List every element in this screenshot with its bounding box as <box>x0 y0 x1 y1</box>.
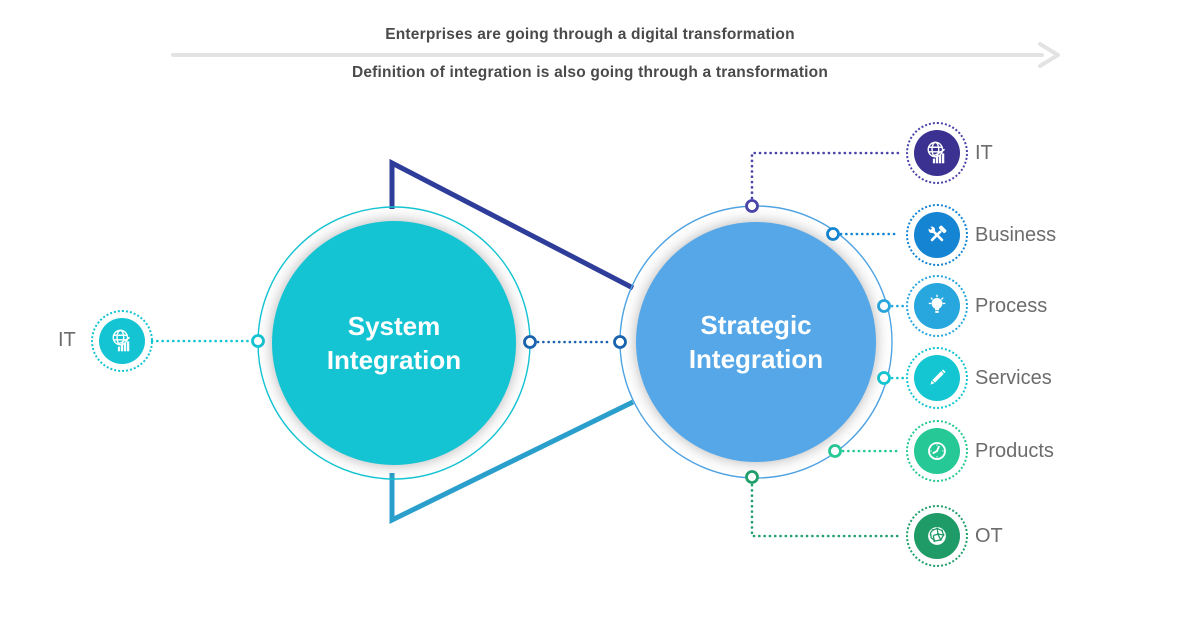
it-label: IT <box>975 142 993 164</box>
ot-label: OT <box>975 525 1003 547</box>
top-transform-connector <box>389 158 635 291</box>
products-badge <box>906 420 968 482</box>
right-ring-business-node <box>826 227 840 241</box>
process-badge <box>906 275 968 337</box>
left-it-badge <box>91 310 153 372</box>
header-arrow-head <box>1038 42 1060 68</box>
globe-chart-icon <box>927 141 945 164</box>
strategic-integration-title: Strategic Integration <box>688 310 824 374</box>
services-badge <box>906 347 968 409</box>
ot-dotted-link <box>750 483 903 538</box>
pencil-icon <box>930 369 946 385</box>
strategic-integration-circle: Strategic Integration <box>636 222 876 462</box>
right-ring-products-node <box>828 444 842 458</box>
left-ring-west-node <box>251 334 265 348</box>
left-ring-east-node <box>523 335 537 349</box>
tools-icon <box>928 225 947 242</box>
services-label: Services <box>975 367 1052 389</box>
header-title-bottom: Definition of integration is also going … <box>351 64 829 81</box>
right-ring-process-node <box>877 299 891 313</box>
globe-chart-icon <box>112 329 130 352</box>
business-label: Business <box>975 224 1057 246</box>
ot-badge <box>906 505 968 567</box>
system-integration-circle: System Integration <box>272 221 516 465</box>
mesh-globe-icon <box>928 527 946 545</box>
right-ring-services-node <box>877 371 891 385</box>
clock-icon <box>928 442 946 460</box>
right-ring-west-node <box>613 335 627 349</box>
process-label: Process <box>975 295 1048 317</box>
bulb-icon <box>928 294 946 313</box>
system-integration-title: System Integration <box>326 311 462 375</box>
left-it-label: IT <box>58 329 76 351</box>
it-dotted-link <box>750 151 903 200</box>
bottom-transform-connector <box>389 399 635 525</box>
it-badge <box>906 122 968 184</box>
header-title-top: Enterprises are going through a digital … <box>385 26 795 43</box>
right-ring-it-node <box>745 199 759 213</box>
right-ring-ot-node <box>745 470 759 484</box>
business-badge <box>906 204 968 266</box>
products-label: Products <box>975 440 1054 462</box>
